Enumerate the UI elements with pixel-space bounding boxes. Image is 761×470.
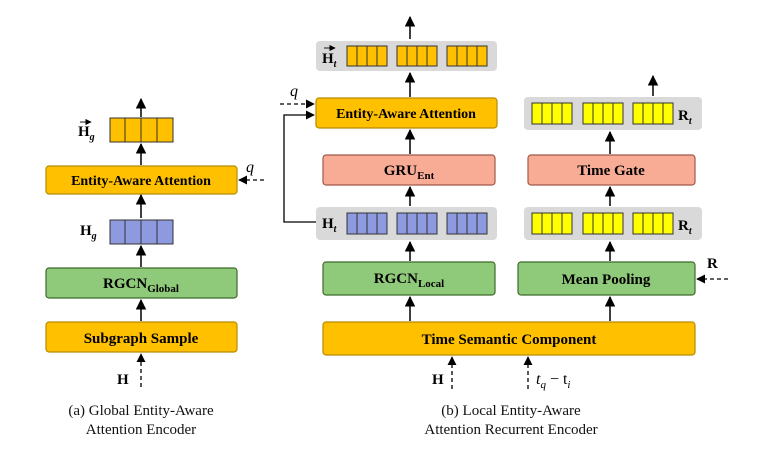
right-time-gate-label: Time Gate [577,163,645,179]
vector-cell [541,212,553,235]
vector-cell [612,212,624,235]
right-gru-box [322,154,496,186]
left-embedding-vector [109,219,174,245]
left-input-label: H [117,372,129,388]
vector-cell [346,212,358,235]
right-time-semantic-label: Time Semantic Component [422,332,597,348]
vector-cell [346,45,358,67]
vector-cell [156,219,174,245]
right-time-semantic-box [322,321,696,356]
right-time-gate-box [527,154,696,186]
right-rt-top-vectors [531,102,674,125]
right-caption-line1: (b) Local Entity-Aware [441,403,581,419]
left-caption-line2: Attention Encoder [86,422,196,438]
vector-cell [356,45,368,67]
vector-cell [632,212,644,235]
right-rt-mid-label: Rt [678,218,693,237]
vector-cell [366,212,378,235]
vector-cell [652,102,664,125]
vector-cell [396,212,408,235]
left-output-vector [109,117,174,143]
vector-cell [632,102,644,125]
vector-cell [406,45,418,67]
right-input-time-label: tq − ti [536,371,570,391]
vector-cell [551,102,563,125]
left-sample-label: Subgraph Sample [84,331,199,347]
vector-cell [602,212,614,235]
vector-cell [376,212,388,235]
vector-cell [541,102,553,125]
right-skip-connection [283,110,316,223]
vector-cell [662,212,674,235]
vector-cell [612,102,624,125]
vector-cell [456,212,468,235]
right-rt-mid-vectors [531,212,674,235]
vector-cell [109,117,126,143]
vector-cell [592,212,604,235]
right-rgcn-label: RGCNLocal [374,271,444,290]
right-input-h-label: H [432,372,444,388]
right-caption-line2: Attention Recurrent Encoder [424,422,597,438]
left-rgcn-box [45,267,238,299]
right-ht-vectors [346,212,488,235]
vector-cell [531,102,543,125]
right-output-vectors [346,45,488,67]
left-attention-label: Entity-Aware Attention [71,174,211,189]
right-ht-label: Ht [322,216,338,235]
vector-cell [476,45,488,67]
vector-cell [366,45,378,67]
right-mean-pooling-label: Mean Pooling [562,272,651,288]
right-attention-label: Entity-Aware Attention [336,107,476,122]
left-encoder: Hg Entity-Aware Attention q Hg [45,97,264,438]
vector-cell [426,45,438,67]
vector-cell [140,219,158,245]
right-gru-label: GRUEnt [384,163,435,182]
right-rt-top-label: Rt [678,108,693,127]
left-query-label: q [246,159,254,176]
vector-cell [124,219,142,245]
vector-cell [476,212,488,235]
right-rgcn-box [322,261,496,296]
vector-cell [642,212,654,235]
vector-cell [446,45,458,67]
vector-cell [642,102,654,125]
right-query-label: q [290,83,298,100]
vector-cell [561,102,573,125]
right-r-input-label: R [707,256,718,272]
vector-cell [109,219,126,245]
vector-cell [662,102,674,125]
vector-cell [602,102,614,125]
vector-cell [456,45,468,67]
right-output-label: Ht [322,51,338,70]
vector-cell [582,102,594,125]
right-encoder: Ht Entity-Aware Attention q [280,15,728,438]
left-caption-line1: (a) Global Entity-Aware [68,403,214,419]
vector-cell [652,212,664,235]
right-attention-box [315,97,498,129]
vector-cell [561,212,573,235]
right-mean-pooling-box [517,261,696,296]
vector-cell [156,117,174,143]
left-sample-box [45,321,238,353]
vector-cell [406,212,418,235]
vector-cell [466,45,478,67]
vector-cell [446,212,458,235]
vector-cell [416,212,428,235]
vector-cell [396,45,408,67]
vector-cell [140,117,158,143]
vector-cell [416,45,428,67]
vector-cell [531,212,543,235]
vector-cell [592,102,604,125]
left-output-label: Hg [78,124,95,143]
vector-cell [466,212,478,235]
vector-cell [376,45,388,67]
vector-cell [551,212,563,235]
vector-cell [124,117,142,143]
vector-cell [426,212,438,235]
vector-cell [356,212,368,235]
left-embedding-label: Hg [80,223,97,242]
left-rgcn-label: RGCNGlobal [103,276,179,295]
vector-cell [582,212,594,235]
